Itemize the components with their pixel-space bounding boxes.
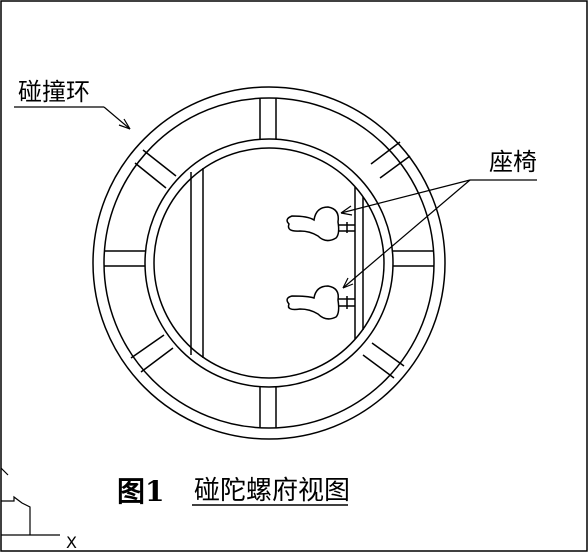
spoke-ur-a xyxy=(370,141,401,165)
seat-lower-shape xyxy=(286,285,340,320)
figure-caption: 碰陀螺府视图 xyxy=(194,476,350,506)
inner-ring-outer xyxy=(144,138,394,388)
seat-lower xyxy=(286,285,355,320)
collision-ring-label: 碰撞环 xyxy=(18,78,90,106)
outer-ring-inner xyxy=(103,97,435,429)
seat-leader-lower xyxy=(342,179,471,289)
spoke-lr-a xyxy=(362,354,395,379)
seat-leader-upper-head xyxy=(340,205,353,216)
spoke-ur-b xyxy=(379,155,411,179)
spokes xyxy=(104,98,434,428)
seat-upper xyxy=(286,206,355,242)
axis-x-label: X xyxy=(66,533,77,552)
seat-leader-upper xyxy=(340,179,471,214)
figure-number: 图1 xyxy=(117,475,164,508)
ucs-icon-y-tick xyxy=(0,467,9,476)
spoke-ll-b xyxy=(140,347,174,373)
seat-label: 座椅 xyxy=(489,148,537,176)
inner-ring-inner xyxy=(153,147,385,379)
interior-panels xyxy=(190,168,364,358)
collision-ring-leader xyxy=(14,106,131,130)
spoke-ul-a xyxy=(142,149,177,177)
ucs-icon xyxy=(0,467,60,536)
seat-leader xyxy=(340,179,537,289)
seat-leader-lower-head xyxy=(342,277,354,289)
spoke-lr-b xyxy=(371,342,405,367)
spoke-ll-a xyxy=(130,334,165,359)
ucs-icon-outline xyxy=(1,495,31,535)
outer-ring-outer xyxy=(92,86,446,440)
collision-ring-arrow-line xyxy=(103,106,131,130)
collision-ring-arrowhead xyxy=(118,118,131,130)
seat-upper-shape xyxy=(286,206,340,242)
spoke-ul-b xyxy=(134,162,167,189)
